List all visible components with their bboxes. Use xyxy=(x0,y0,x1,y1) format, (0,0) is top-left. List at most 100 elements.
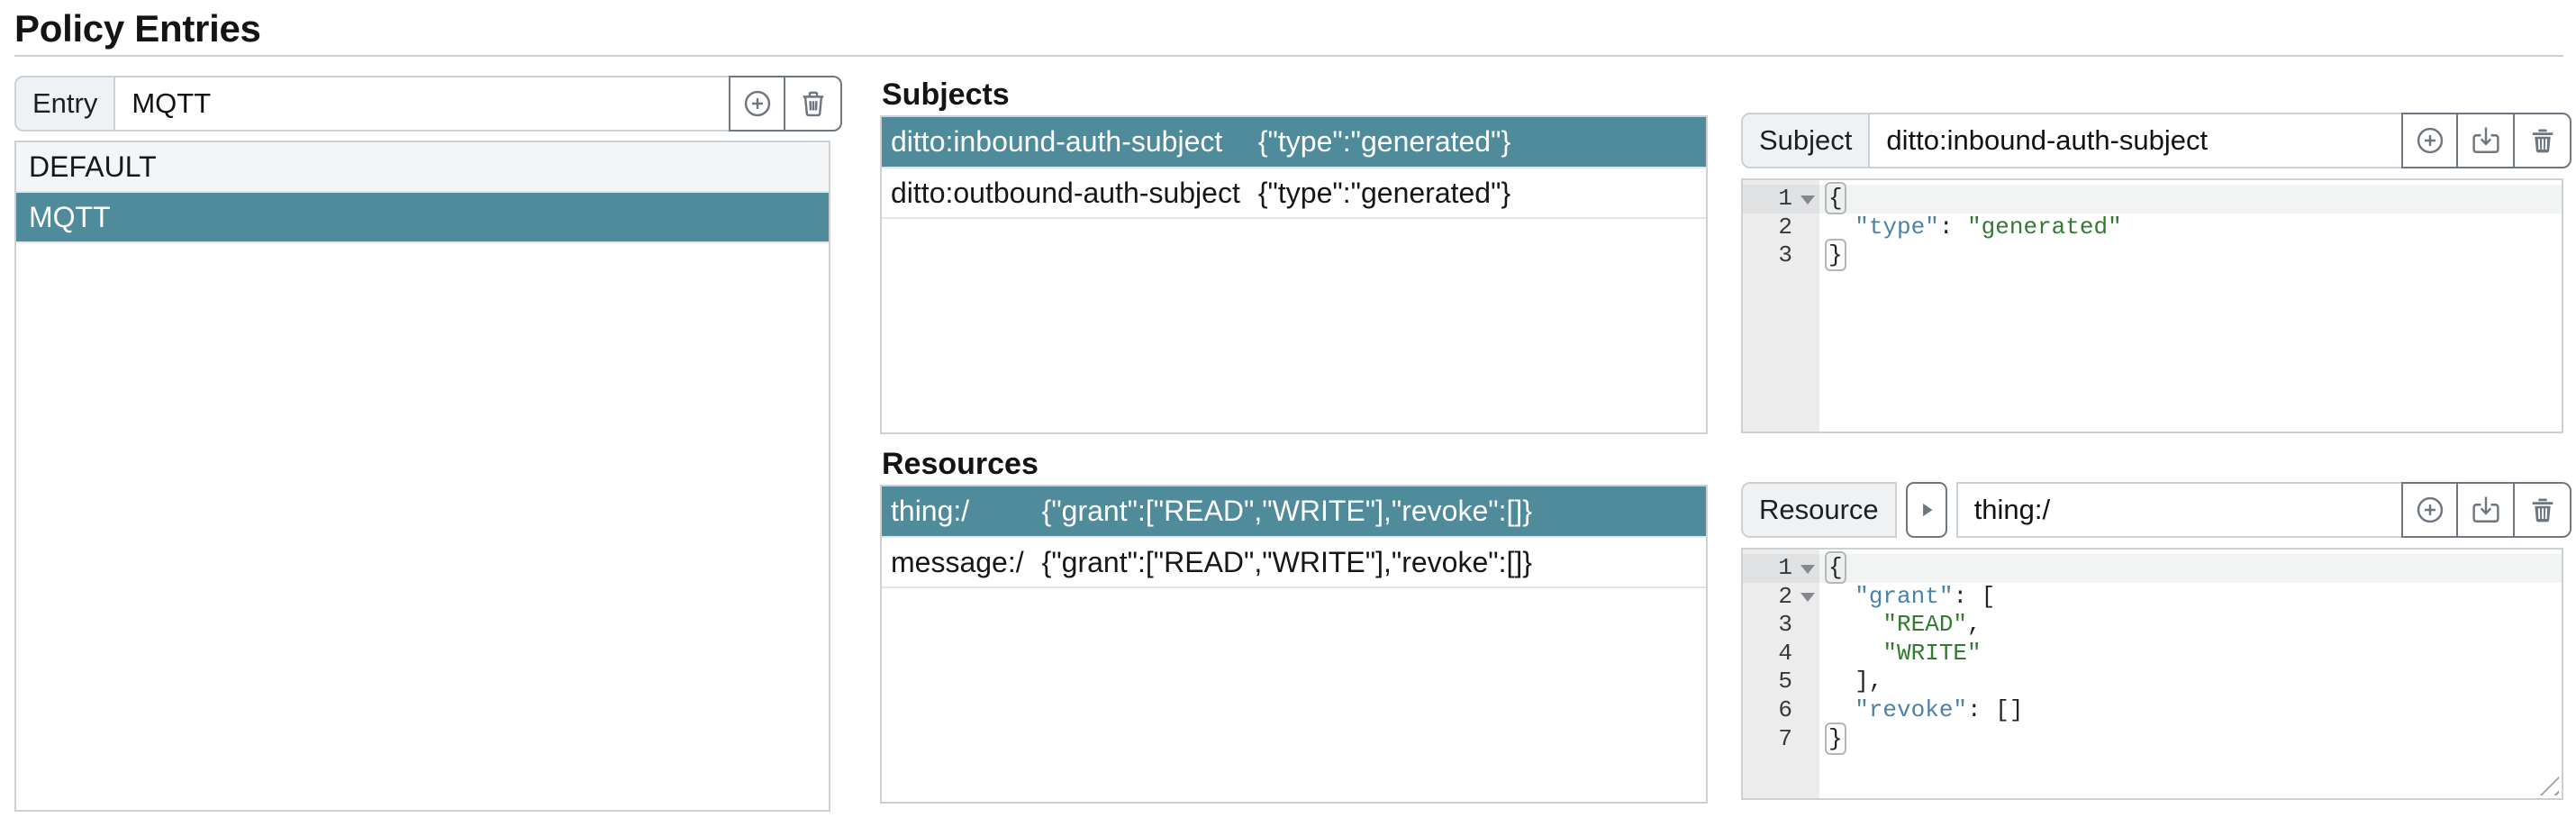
token-key: "type" xyxy=(1855,213,1939,241)
resource-input-group: Resource xyxy=(1741,482,2571,538)
trash-icon xyxy=(803,91,823,117)
token-plain: : xyxy=(1967,695,1996,723)
resources-heading: Resources xyxy=(882,447,1039,481)
entry-label: Entry xyxy=(14,76,116,132)
token-brace: } xyxy=(1825,722,1846,755)
subject-input[interactable] xyxy=(1870,113,2403,168)
editor-code: { "type": "generated"} xyxy=(1819,180,2562,272)
entry-button-group xyxy=(729,76,842,132)
resource-row-id: message:/ xyxy=(882,537,1033,588)
token-plain: [] xyxy=(1995,695,2024,723)
caret-right-icon xyxy=(1922,503,1933,517)
token-plain xyxy=(1827,640,1882,667)
resource-row-value: {"grant":["READ","WRITE"],"revoke":[]} xyxy=(1032,486,1706,538)
gutter-line-number: 3 xyxy=(1778,241,1792,269)
resource-button-group xyxy=(2401,482,2571,538)
fold-caret-icon[interactable] xyxy=(1800,195,1815,204)
gutter-line-number: 5 xyxy=(1778,668,1792,695)
editor-resize-handle[interactable] xyxy=(2539,776,2559,795)
token-plain: : xyxy=(1938,213,1968,241)
editor-line: { xyxy=(1819,551,2562,584)
subject-row-id: ditto:outbound-auth-subject xyxy=(882,168,1249,219)
apply-subject-button[interactable] xyxy=(2458,113,2515,168)
token-plain: : xyxy=(1953,582,1982,610)
policy-entry-item[interactable]: DEFAULT xyxy=(16,142,829,193)
create-subject-button[interactable] xyxy=(2401,113,2458,168)
editor-line: "grant": [ xyxy=(1819,583,2562,612)
fold-caret-icon[interactable] xyxy=(1800,593,1815,603)
trash-fill-icon xyxy=(2532,498,2553,523)
plus-circle-icon xyxy=(744,90,770,117)
editor-line: "type": "generated" xyxy=(1819,214,2562,242)
editor-line: } xyxy=(1819,239,2562,272)
resource-label: Resource xyxy=(1741,482,1897,538)
gutter-line-number: 3 xyxy=(1778,611,1792,639)
title-divider xyxy=(14,55,2563,57)
token-plain xyxy=(1827,611,1882,638)
resources-table: thing:/{"grant":["READ","WRITE"],"revoke… xyxy=(882,486,1706,588)
delete-subject-button[interactable] xyxy=(2515,113,2571,168)
token-brace: { xyxy=(1825,551,1846,584)
gutter-line-number: 2 xyxy=(1743,583,1819,612)
token-brace: } xyxy=(1825,239,1846,272)
subject-label: Subject xyxy=(1741,113,1871,168)
subject-row-value: {"type":"generated"} xyxy=(1248,117,1706,168)
editor-line: } xyxy=(1819,722,2562,755)
token-plain xyxy=(1827,214,1855,241)
gutter-line-number: 7 xyxy=(1778,724,1792,752)
token-string: "READ" xyxy=(1882,611,1968,639)
editor-line: "revoke": [] xyxy=(1819,696,2562,725)
token-string: "WRITE" xyxy=(1882,639,1982,667)
token-key: "grant" xyxy=(1855,582,1954,610)
resource-row[interactable]: thing:/{"grant":["READ","WRITE"],"revoke… xyxy=(882,486,1706,538)
entry-input[interactable] xyxy=(115,76,730,132)
page-title: Policy Entries xyxy=(14,7,261,50)
editor-code: { "grant": [ "READ", "WRITE" ], "revoke"… xyxy=(1819,550,2562,755)
resource-input[interactable] xyxy=(1955,482,2403,538)
token-plain: , xyxy=(1967,611,1982,639)
resource-expand-button[interactable] xyxy=(1905,482,1947,538)
gutter-line-number: 2 xyxy=(1778,213,1792,241)
gutter-line-number: 4 xyxy=(1778,639,1792,667)
apply-resource-button[interactable] xyxy=(2458,482,2515,538)
editor-line: "READ", xyxy=(1819,611,2562,640)
create-entry-button[interactable] xyxy=(729,76,785,132)
resource-row-id: thing:/ xyxy=(882,486,1033,538)
plus-circle-icon xyxy=(2417,496,2443,523)
token-plain xyxy=(1827,583,1855,610)
subject-row-id: ditto:inbound-auth-subject xyxy=(882,117,1249,168)
resource-row[interactable]: message:/{"grant":["READ","WRITE"],"revo… xyxy=(882,537,1706,588)
editor-line: "WRITE" xyxy=(1819,640,2562,668)
subjects-table-container: ditto:inbound-auth-subject{"type":"gener… xyxy=(880,115,1708,434)
resources-table-container: thing:/{"grant":["READ","WRITE"],"revoke… xyxy=(880,485,1708,804)
delete-entry-button[interactable] xyxy=(785,76,842,132)
subjects-table: ditto:inbound-auth-subject{"type":"gener… xyxy=(882,117,1706,219)
subjects-heading: Subjects xyxy=(882,77,1010,112)
resource-row-value: {"grant":["READ","WRITE"],"revoke":[]} xyxy=(1032,537,1706,588)
gutter-line-number: 1 xyxy=(1743,185,1819,214)
subject-input-group: Subject xyxy=(1741,113,2571,168)
create-resource-button[interactable] xyxy=(2401,482,2458,538)
token-plain: [ xyxy=(1981,582,1996,610)
editor-line: ], xyxy=(1819,668,2562,696)
fold-caret-icon[interactable] xyxy=(1800,564,1815,574)
subject-button-group xyxy=(2401,113,2571,168)
gutter-line-number: 1 xyxy=(1743,554,1819,583)
delete-resource-button[interactable] xyxy=(2515,482,2571,538)
box-arrow-in-down-icon xyxy=(2472,496,2499,523)
gutter-line-number: 6 xyxy=(1778,695,1792,723)
subject-row[interactable]: ditto:outbound-auth-subject{"type":"gene… xyxy=(882,168,1706,219)
policy-entry-item[interactable]: MQTT xyxy=(16,193,829,243)
trash-fill-icon xyxy=(2532,129,2553,153)
subject-row[interactable]: ditto:inbound-auth-subject{"type":"gener… xyxy=(882,117,1706,168)
token-plain: ], xyxy=(1827,668,1883,695)
editor-line: { xyxy=(1819,182,2562,214)
token-key: "revoke" xyxy=(1855,695,1968,723)
box-arrow-in-down-icon xyxy=(2472,127,2499,153)
token-plain xyxy=(1827,696,1855,723)
